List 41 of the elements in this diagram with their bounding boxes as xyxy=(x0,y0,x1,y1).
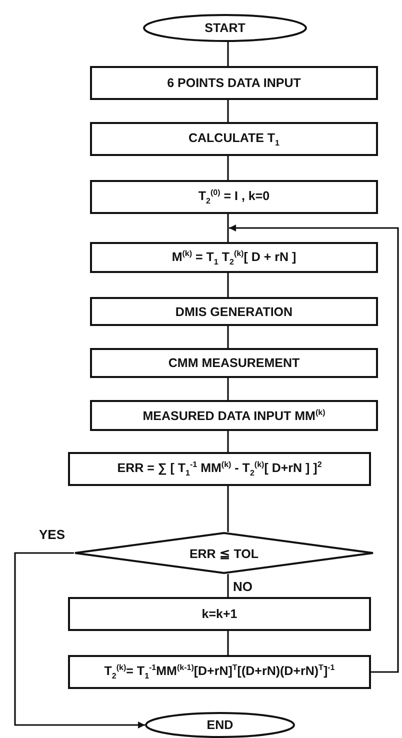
decision-diamond xyxy=(74,532,374,574)
terminal-ellipse xyxy=(143,14,307,42)
node-label: M$^{(k)}$ = T$_{1}$ T$_{2}$$^{(k)}$[ D + rN ] xyxy=(172,248,296,266)
node-label: CALCULATE T$_{1}$ xyxy=(188,130,280,148)
connector-line xyxy=(227,326,229,348)
node-label: k=k+1 xyxy=(202,607,238,621)
terminal-ellipse xyxy=(145,712,295,738)
connector-line xyxy=(227,631,229,655)
connector-line xyxy=(227,214,229,242)
process-box xyxy=(90,122,378,156)
arrow xyxy=(229,224,399,673)
node-label: 6 POINTS DATA INPUT xyxy=(167,76,301,90)
connector-line xyxy=(227,100,229,122)
node-label: START xyxy=(204,21,246,35)
edge-label: YES xyxy=(38,528,66,542)
process-box xyxy=(68,452,371,486)
node-label: CMM MEASUREMENT xyxy=(168,356,300,370)
process-box xyxy=(68,597,371,631)
node-label: MEASURED DATA INPUT MM$^{(k)}$ xyxy=(142,408,326,424)
node-label: ERR ≦ TOL xyxy=(189,546,259,560)
process-box xyxy=(90,297,378,326)
node-label: DMIS GENERATION xyxy=(175,304,293,318)
process-box xyxy=(90,400,378,431)
process-box xyxy=(90,180,378,214)
connector-line xyxy=(227,42,229,66)
connector-line xyxy=(227,486,229,532)
connector-line xyxy=(227,574,229,597)
node-label: T$_{2}$$^{(k)}$= T$_{1}$$^{-1}$MM$^{(k-1)}$[D+rN]$^{T}$[(D+rN)(D+rN)$^{T}$]$^{-1}$ xyxy=(104,663,335,681)
connector-line xyxy=(227,273,229,297)
process-box xyxy=(90,66,378,100)
edge-label: NO xyxy=(232,580,254,594)
node-label: END xyxy=(206,718,234,732)
process-box xyxy=(68,655,371,689)
arrow xyxy=(14,552,145,728)
connector-line xyxy=(227,431,229,452)
connector-line xyxy=(227,378,229,400)
node-label: ERR = ∑ [ T$_{1}$$^{-1}$ MM$^{(k)}$ - T$_{2}$$^{(k)}$[ D+rN ] ]$^{2}$ xyxy=(117,460,322,478)
connector-line xyxy=(227,156,229,180)
process-box xyxy=(90,242,378,273)
process-box xyxy=(90,348,378,378)
node-label: T$_{2}$$^{(0)}$ = I , k=0 xyxy=(198,188,270,206)
